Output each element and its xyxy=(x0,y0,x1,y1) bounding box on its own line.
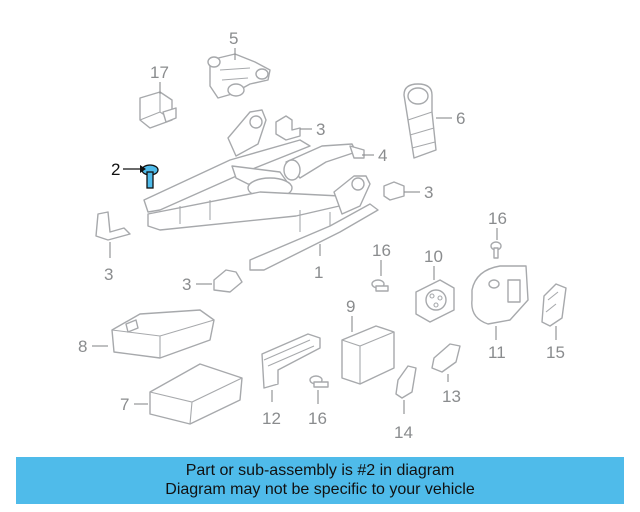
part-11-housing xyxy=(471,265,529,325)
callout-6: 6 xyxy=(456,109,465,128)
callout-15: 15 xyxy=(546,343,565,362)
callout-16-upper: 16 xyxy=(488,209,507,228)
callout-9: 9 xyxy=(346,297,355,316)
part-16-screw-middle xyxy=(371,279,389,292)
part-8-module xyxy=(111,309,215,359)
part-2-bolt xyxy=(141,164,159,189)
part-13-pad xyxy=(431,343,461,373)
part-10-connector xyxy=(415,279,455,323)
parts-diagram: 17 5 6 3 4 3 xyxy=(78,29,567,442)
part-9-box xyxy=(341,325,395,385)
callout-1: 1 xyxy=(314,263,323,282)
callout-4: 4 xyxy=(378,146,387,165)
part-6-motor xyxy=(403,83,437,159)
callout-16-middle: 16 xyxy=(372,241,391,260)
part-3-clip-lower xyxy=(213,269,243,293)
callout-17: 17 xyxy=(150,63,169,82)
part-3-bracket-left xyxy=(95,211,131,241)
callout-11: 11 xyxy=(488,343,506,362)
part-15-cover xyxy=(541,283,567,327)
part-14-pad xyxy=(395,365,417,399)
part-16-screw-lower xyxy=(309,375,329,388)
leader-2-arrowhead xyxy=(140,165,146,173)
part-1-seat-frame xyxy=(143,109,379,271)
callout-12: 12 xyxy=(262,409,281,428)
part-17-module xyxy=(139,91,177,129)
callout-8: 8 xyxy=(78,337,87,356)
callout-14: 14 xyxy=(394,423,413,442)
caption-line-1: Part or sub-assembly is #2 in diagram xyxy=(185,462,455,479)
part-7-ecu xyxy=(149,363,243,425)
caption-line-2: Diagram may not be specific to your vehi… xyxy=(165,481,475,498)
callout-10: 10 xyxy=(424,247,443,266)
callout-7: 7 xyxy=(120,395,129,414)
part-3-clip-right xyxy=(383,181,405,201)
part-3-clip-upper xyxy=(275,115,301,141)
callout-3-left: 3 xyxy=(104,265,113,284)
caption-bar: Part or sub-assembly is #2 in diagram Di… xyxy=(16,457,624,504)
part-4-spindle xyxy=(283,143,365,181)
callout-13: 13 xyxy=(442,387,461,406)
callout-3-lower: 3 xyxy=(182,275,191,294)
callout-2: 2 xyxy=(111,160,120,179)
part-16-screw-upper xyxy=(490,241,502,259)
callout-16-lower: 16 xyxy=(308,409,327,428)
callout-3-upper: 3 xyxy=(316,120,325,139)
part-12-rail xyxy=(261,333,321,389)
part-5-bracket xyxy=(207,53,271,99)
callout-3-right: 3 xyxy=(424,183,433,202)
callout-5: 5 xyxy=(229,29,238,48)
